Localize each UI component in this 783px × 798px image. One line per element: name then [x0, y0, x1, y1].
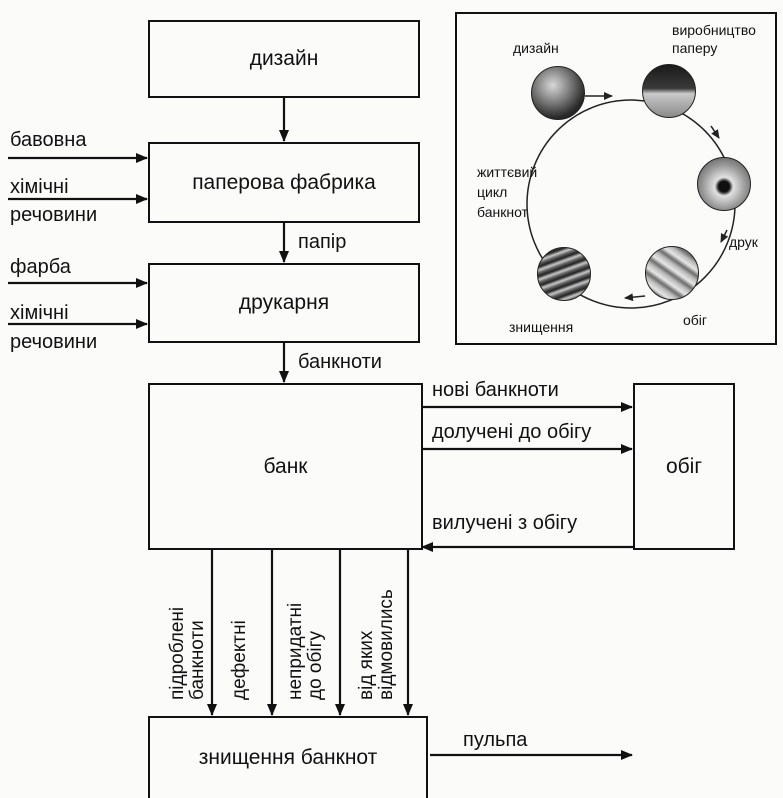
- label-chemicals-1a: хімічні: [10, 176, 69, 198]
- box-printing-house: друкарня: [148, 263, 420, 343]
- box-printing-house-label: друкарня: [238, 291, 330, 314]
- box-paper-mill-label: паперова фабрика: [192, 170, 376, 194]
- label-pulp: пульпа: [463, 729, 528, 751]
- box-paper-mill: паперова фабрика: [148, 142, 420, 223]
- destruction-photo-icon: [537, 247, 591, 301]
- label-unfit: непридатні до обігу: [285, 602, 326, 700]
- box-destruction: знищення банкнот: [148, 716, 428, 798]
- print-photo-icon: [697, 157, 751, 211]
- label-paper: папір: [298, 231, 347, 253]
- label-refused-line2: відмовились: [375, 589, 397, 700]
- inset-label-destruction: знищення: [509, 319, 574, 335]
- box-circulation-label: обіг: [665, 454, 703, 478]
- inset-label-print: друк: [729, 234, 758, 250]
- label-chemicals-2b: речовини: [10, 331, 98, 353]
- inset-label-paper-production-2: паперу: [672, 40, 718, 56]
- label-defective-line1: дефектні: [229, 620, 250, 700]
- inset-label-paper-production-1: виробництво: [672, 22, 756, 38]
- label-banknotes: банкноти: [298, 351, 382, 373]
- inset-label-life-cycle-3: банкнот: [477, 204, 528, 220]
- label-withdrawn: вилучені з обігу: [432, 512, 578, 534]
- box-bank-label: банк: [263, 454, 308, 478]
- label-new-banknotes: нові банкноти: [432, 379, 559, 401]
- inset-label-circulation: обіг: [683, 312, 708, 328]
- label-ink: фарба: [10, 256, 71, 278]
- label-chemicals-2a: хімічні: [10, 302, 69, 324]
- box-destruction-label: знищення банкнот: [198, 746, 378, 769]
- circulation-photo-icon: [645, 246, 699, 300]
- label-chemicals-1b: речовини: [10, 204, 98, 226]
- design-photo-icon: [531, 66, 585, 120]
- label-counterfeit: підроблені банкноти: [167, 606, 208, 700]
- label-unfit-line1: непридатні: [285, 602, 306, 700]
- paper-production-photo-icon: [642, 64, 696, 118]
- label-refused-line1: від яких: [356, 630, 377, 700]
- label-cotton: бавовна: [10, 129, 87, 151]
- life-cycle-inset: дизайн виробництво паперу друк обіг знищ…: [455, 12, 777, 345]
- box-bank: банк: [148, 383, 423, 550]
- label-returned: долучені до обігу: [432, 421, 592, 443]
- label-counterfeit-line2: банкноти: [186, 620, 208, 700]
- label-unfit-line2: до обігу: [304, 630, 326, 700]
- label-refused: від яких відмовились: [356, 589, 397, 700]
- box-circulation: обіг: [633, 383, 735, 550]
- inset-label-life-cycle-2: цикл: [477, 184, 508, 200]
- label-defective: дефектні: [229, 620, 250, 700]
- box-design: дизайн: [148, 20, 420, 98]
- inset-label-design: дизайн: [513, 40, 559, 56]
- box-design-label: дизайн: [249, 47, 319, 70]
- inset-label-life-cycle-1: життєвий: [477, 164, 538, 180]
- label-counterfeit-line1: підроблені: [167, 606, 188, 700]
